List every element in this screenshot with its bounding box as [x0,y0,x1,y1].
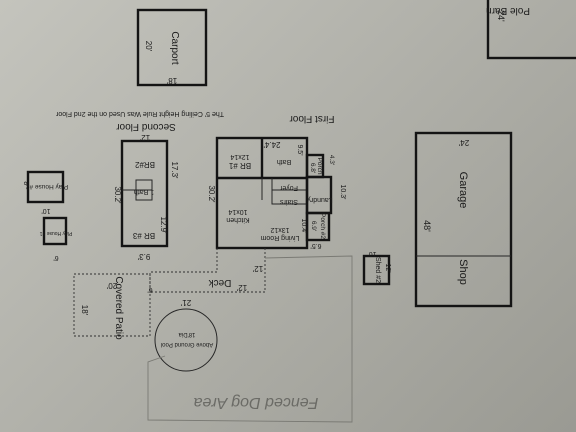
shed-2-label: Shed #2 [374,257,381,283]
garage-length: 48' [422,220,432,232]
covered-patio-label: Covered Patio [113,276,124,340]
shed-2-outline [362,254,391,286]
pool-label: Above Ground Pool [161,341,213,347]
br1-size: 12x14 [230,153,249,160]
play-house-2-dim-b: 10' [41,207,50,214]
first-floor-title: First Floor [289,113,335,124]
patio-dim-18: 18' [80,305,89,316]
porch-1-label: Porch [316,158,323,175]
garage-label: Garage [457,172,469,209]
deck-dim-12a: 12' [252,264,263,273]
pole-barn-label: Pole Barn [486,5,530,16]
stairs-label: Stairs [280,198,298,205]
garage-width: 24' [458,138,469,147]
dog-area-label: Fenced Dog Area [193,394,318,411]
first-floor-width: 24.4' [263,140,281,149]
play-house-1-outline [42,216,68,246]
carport: Carport 20' 18' [136,8,208,87]
laundry: Laundry 10.3' [305,175,346,215]
second-floor-outline [120,139,169,248]
carport-label: Carport [169,31,180,65]
second-floor-bath-box [135,179,153,201]
laundry-outline [305,175,333,215]
porch-1-dim-a: 4.3' [328,155,335,165]
second-floor-title: Second Floor [116,121,176,132]
deck-dim-21: 21' [180,298,191,307]
dim-12-9: 12.9' [159,216,168,234]
porch-1-dim-b: 6.8' [309,163,316,173]
garage-shop: 24' Garage 48' Shop [414,131,513,308]
living-room-label: Living Room [260,234,299,241]
covered-patio: Covered Patio 20' 18' [73,273,151,340]
porch-1: Porch 4.3' 6.8' [305,153,335,179]
dim-6: 6' [147,286,152,293]
deck-label: Deck [208,277,232,288]
dim-10-3: 10.3' [339,185,346,200]
play-house-1: Play House #1 6' [40,216,73,261]
porch-2-dim-b: 6.9' [310,221,317,231]
second-floor-bath-label: 1 Bath [134,188,154,195]
play-house-2-dim-a: 8' [22,181,29,186]
second-floor-width: 12' [139,133,150,142]
above-ground-pool: Above Ground Pool 18'Dia [154,308,218,372]
porch-2-label: Porch #2 [319,213,326,239]
fence-line [147,255,353,423]
dim-30-2-second: 30.2' [113,186,122,204]
pole-barn: Pole Barn 24' [486,0,576,60]
shed-2-dim-12: 12' [384,263,391,272]
carport-depth: 18' [166,76,177,85]
play-house-2-outline [26,170,65,204]
carport-outline [136,8,208,87]
dim-10-4: 10.4' [300,219,307,234]
porch-2: Porch #2 6.5' 6.9' [305,211,331,249]
deck-dim-12b: 12' [236,283,247,292]
play-house-2-label: Play House #2 [25,183,68,190]
garage-outline [414,131,513,308]
shop-label: Shop [457,259,469,285]
foyer-label: Foyer [279,184,298,191]
pole-barn-dimension: 24' [496,10,506,22]
porch-2-outline [305,211,331,242]
br3-label: BR #3 [132,231,155,240]
carport-width: 20' [144,41,153,52]
patio-dim-20: 20' [106,281,117,290]
shed-2-dim-10: 10' [367,250,376,257]
dim-9-3: 9.3' [137,252,150,261]
play-house-2: Play House #2 8' 10' [22,170,68,214]
dim-17-3: 17.3' [170,161,179,179]
pool-size: 18'Dia [178,331,195,337]
play-house-1-dim: 6' [53,254,58,261]
first-floor-plan: 24.4' 30.2' BR #1 12x14 Bath 9.5' Foyer … [207,136,309,250]
deck: Deck 12' 12' 21' 6' [147,248,266,307]
br1-label: BR #1 [228,161,251,170]
shed-2: Shed #2 12' 10' [362,250,391,286]
ceiling-note: The 5' Ceiling Height Rule Was Used on t… [55,110,224,117]
kitchen-size: 10x14 [228,208,247,215]
dim-9-5: 9.5' [296,144,303,155]
bath-label: Bath [277,158,292,165]
br2-label: BR#2 [134,160,155,169]
second-floor-plan: 12' BR#2 1 Bath BR #3 17.3' 30.2' 12.9' … [113,133,179,261]
pole-barn-outline [486,0,576,60]
covered-patio-outline [73,273,151,337]
pool-outline [154,308,218,372]
play-house-1-label: Play House #1 [40,230,73,236]
first-floor-depth: 30.2' [207,185,216,203]
fenced-dog-area: Fenced Dog Area [147,255,353,423]
kitchen-label: Kitchen [226,216,249,223]
living-room-size: 13x12 [270,226,289,233]
porch-2-dim-a: 6.5' [310,242,321,249]
laundry-label: Laundry [307,196,333,203]
